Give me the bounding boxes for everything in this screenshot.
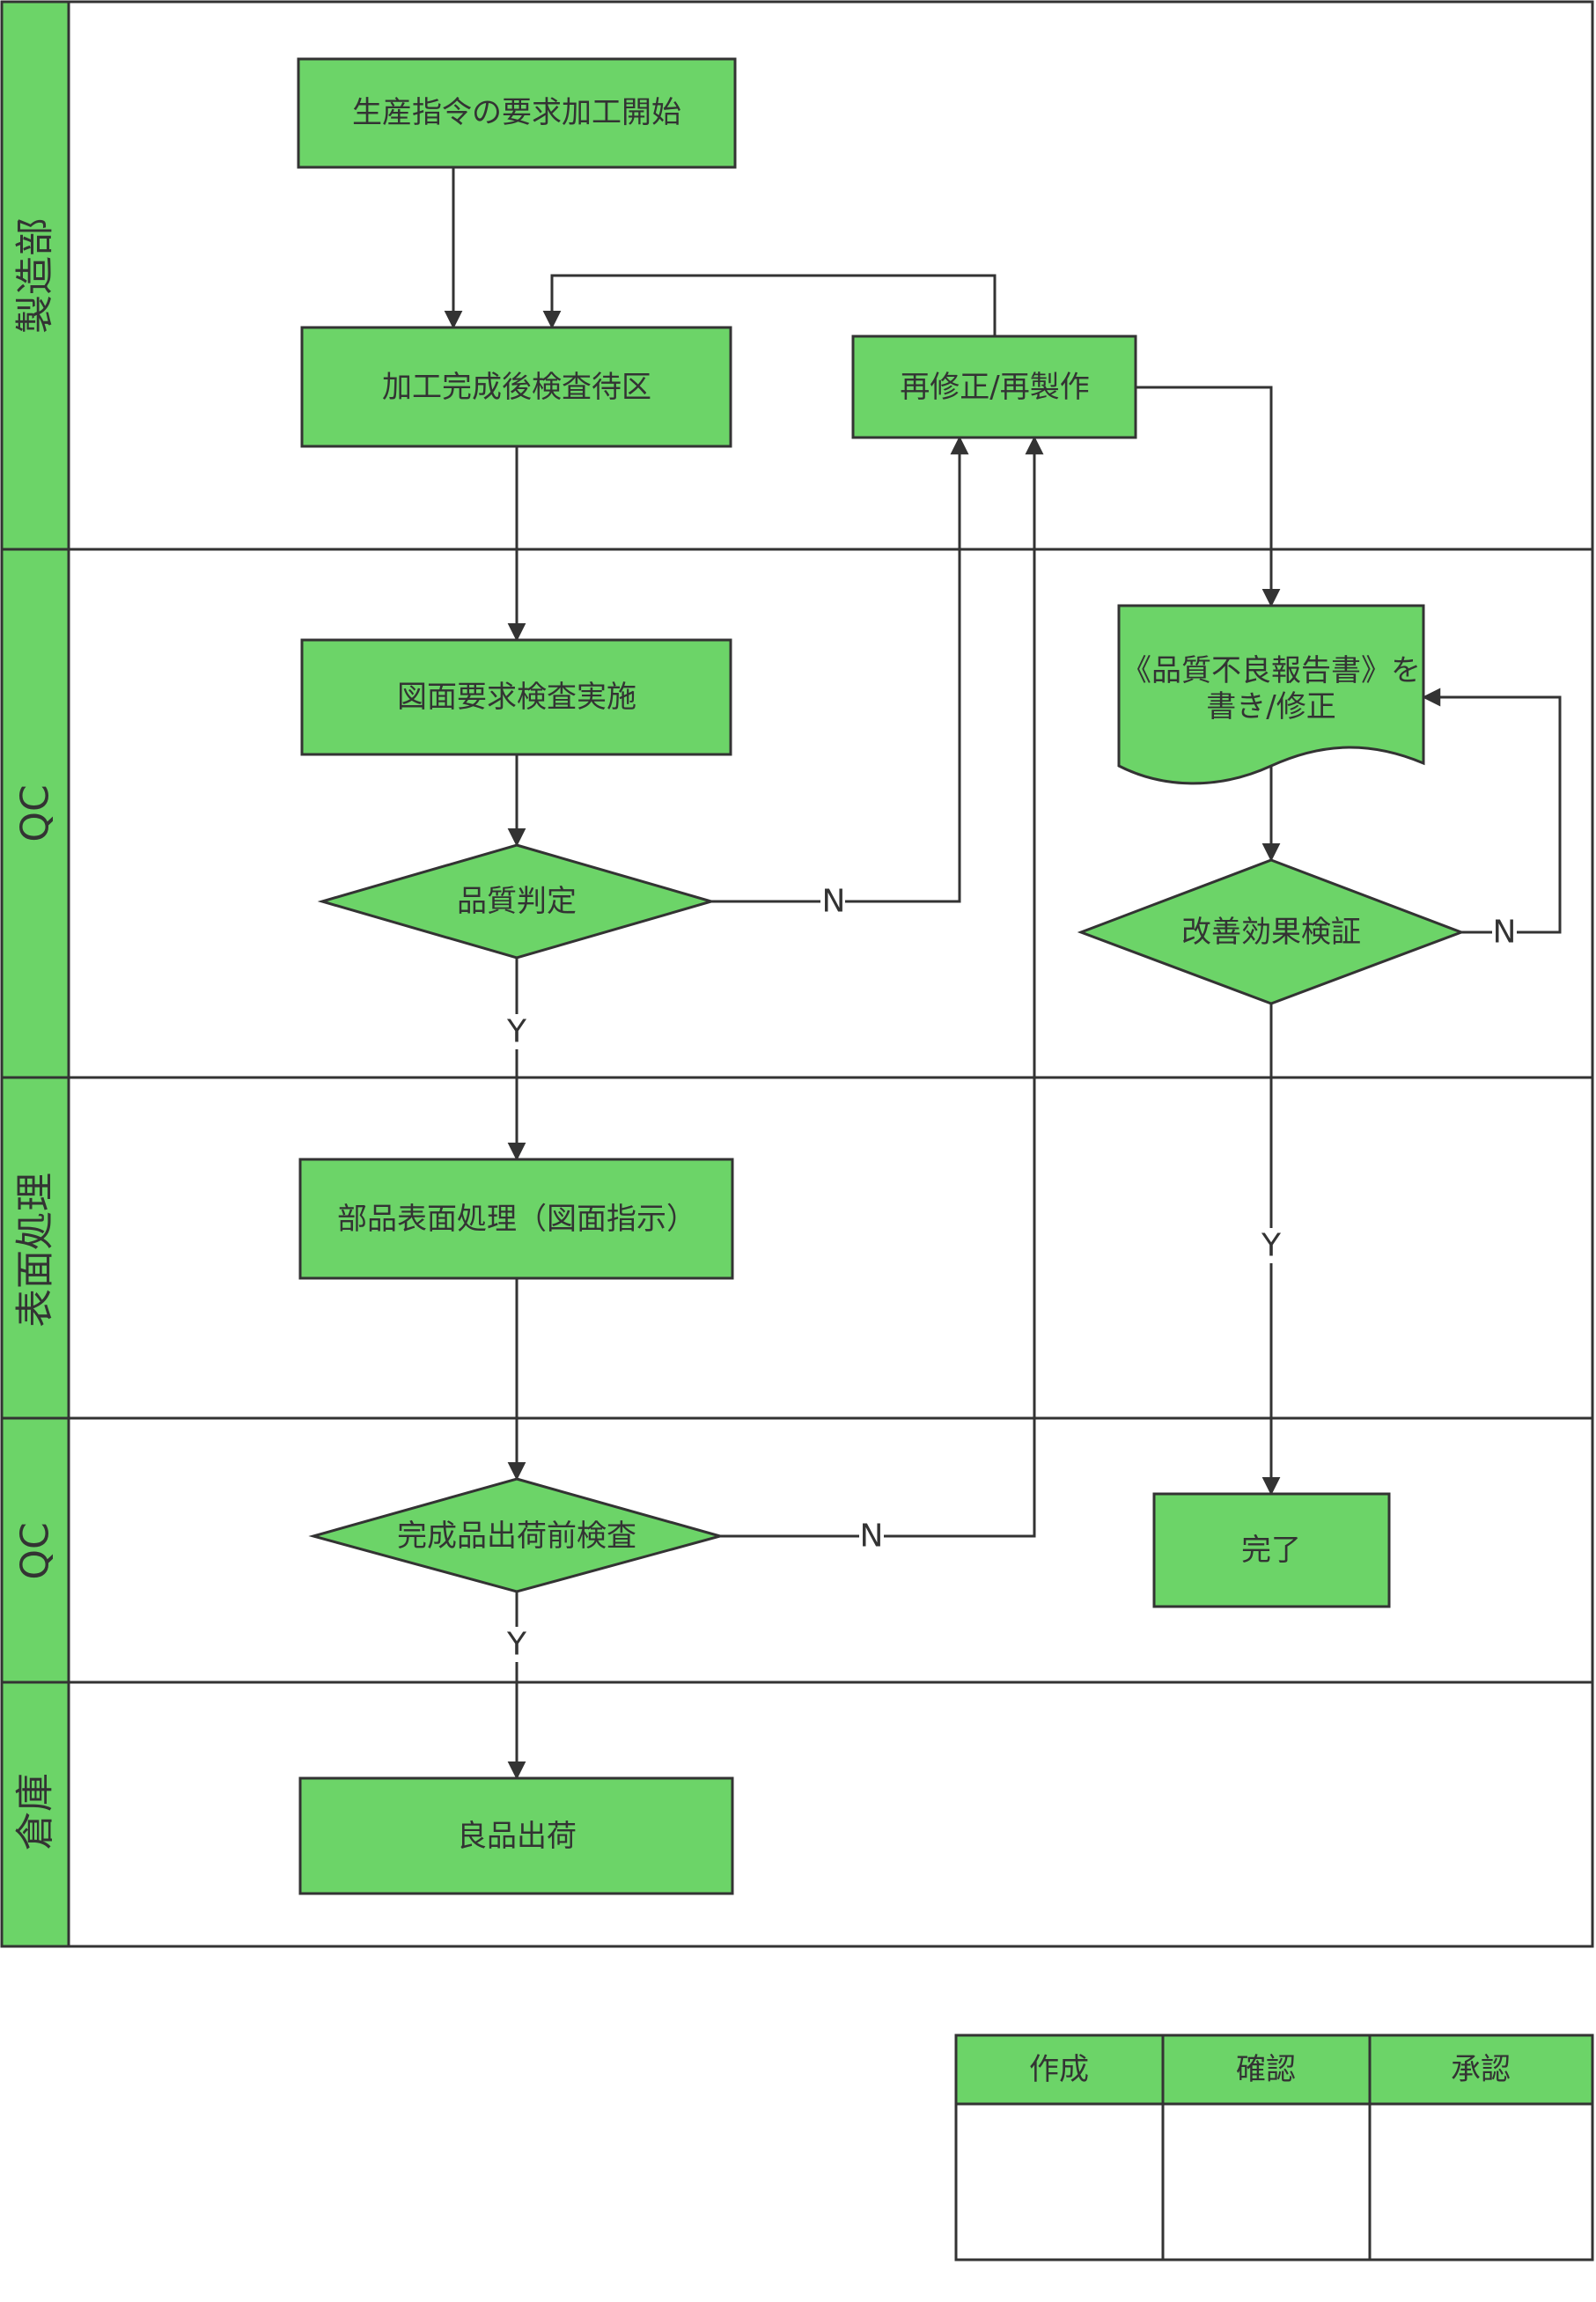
edge-labels: N Y N Y N Y <box>503 884 1517 1663</box>
node-complete-label: 完了 <box>1241 1533 1301 1568</box>
connectors <box>444 167 1562 1780</box>
lane-label-surface-treatment: 表面処理 <box>13 1173 58 1328</box>
node-improvement-check-label: 改善効果検証 <box>1181 915 1361 950</box>
node-defect-report: 《品質不良報告書》を 書き/修正 <box>1117 604 1425 785</box>
approval-table: 作成 確認 承認 <box>954 2034 1594 2262</box>
approval-header-confirm: 確認 <box>1236 2052 1296 2087</box>
nodes: 生産指令の要求加工開始 加工完成後検査待区 再修正/再製作 図面要求検査実施 品… <box>297 57 1466 1895</box>
edge-label-judgement-no: N <box>822 884 846 920</box>
node-pre-shipment-inspection-label: 完成品出荷前検査 <box>397 1519 636 1554</box>
node-defect-report-line-2: 書き/修正 <box>1206 689 1335 724</box>
lane-manufacturing: 製造部 <box>0 0 1594 551</box>
edge-label-improvement-yes: Y <box>1261 1228 1282 1264</box>
lane-label-manufacturing: 製造部 <box>13 217 58 334</box>
node-defect-report-line-1: 《品質不良報告書》を <box>1122 653 1421 688</box>
node-drawing-inspection: 図面要求検査実施 <box>300 638 732 756</box>
node-quality-judgement: 品質判定 <box>317 843 717 960</box>
node-pre-shipment-inspection: 完成品出荷前検査 <box>308 1477 725 1593</box>
lane-surface-treatment: 表面処理 <box>0 1076 1594 1420</box>
node-drawing-inspection-label: 図面要求検査実施 <box>397 680 636 715</box>
lane-label-qc-2: QC <box>13 1522 58 1579</box>
approval-header-approve: 承認 <box>1451 2052 1511 2087</box>
node-good-shipment: 良品出荷 <box>298 1776 734 1895</box>
node-surface-treatment: 部品表面処理（図面指示） <box>298 1158 734 1280</box>
edge-rework-to-wait <box>542 274 997 336</box>
node-wait-area: 加工完成後検査待区 <box>300 326 732 448</box>
lane-label-warehouse: 倉庫 <box>13 1773 58 1850</box>
node-wait-area-label: 加工完成後検査待区 <box>382 370 651 405</box>
node-rework-label: 再修正/再製作 <box>900 370 1089 405</box>
node-quality-judgement-label: 品質判定 <box>457 884 577 919</box>
node-improvement-check: 改善効果検証 <box>1077 858 1466 1005</box>
node-start-label: 生産指令の要求加工開始 <box>352 95 681 130</box>
edge-label-shipment-yes: Y <box>506 1627 527 1663</box>
edge-rework-to-report <box>1136 386 1281 607</box>
approval-header-create: 作成 <box>1029 2052 1089 2087</box>
node-start: 生産指令の要求加工開始 <box>297 57 737 169</box>
lane-label-qc-1: QC <box>13 784 58 842</box>
edge-label-judgement-yes: Y <box>506 1014 527 1050</box>
lane-warehouse: 倉庫 <box>0 1681 1594 1948</box>
edge-label-shipment-no: N <box>860 1519 884 1555</box>
edge-shipment-no-to-rework <box>720 436 1044 1538</box>
node-rework: 再修正/再製作 <box>851 335 1137 439</box>
node-good-shipment-label: 良品出荷 <box>457 1819 577 1854</box>
edge-label-improvement-no: N <box>1493 915 1517 951</box>
node-surface-treatment-label: 部品表面処理（図面指示） <box>337 1202 696 1237</box>
edge-judgement-no-to-rework <box>711 436 969 903</box>
node-complete: 完了 <box>1152 1492 1391 1608</box>
swimlanes: 製造部 QC 表面処理 QC 倉庫 <box>0 0 1594 1948</box>
